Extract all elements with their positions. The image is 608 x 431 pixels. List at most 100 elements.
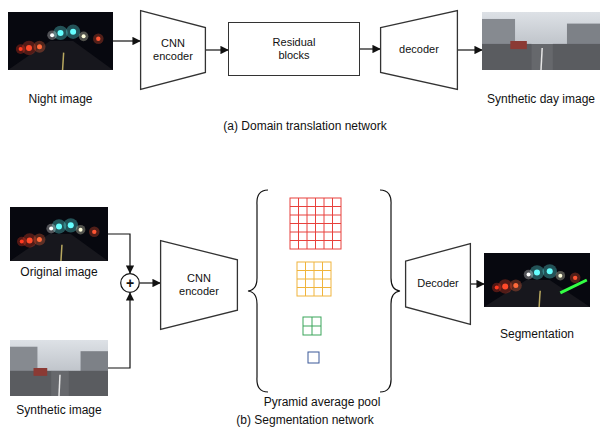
sum-circle [121, 274, 140, 293]
light [79, 228, 83, 232]
light-glow [66, 25, 80, 39]
image-panel: Segmentation [484, 253, 590, 307]
block-label: + [126, 276, 134, 290]
brackets [248, 190, 400, 392]
light-glow [16, 44, 26, 54]
process-box: Residual blocks [228, 22, 360, 76]
pool-label: Pyramid average pool [264, 395, 381, 409]
light [513, 283, 518, 288]
block-label: CNN encoder [148, 37, 198, 63]
trapezoid [161, 241, 238, 330]
arrow-connector [113, 40, 140, 41]
network-block: CNN encoder [160, 240, 238, 330]
grid-outline [297, 262, 331, 296]
arrow-connector [360, 48, 380, 49]
left-brace [248, 190, 268, 392]
light [37, 237, 42, 242]
grid-lines [297, 262, 331, 296]
night-sky [10, 207, 108, 261]
block-label: decoder [399, 43, 439, 56]
network-block: CNN encoder [140, 10, 206, 90]
light [547, 268, 553, 274]
network-block: decoder [380, 10, 458, 90]
grid-outline [290, 198, 341, 249]
light-glow [33, 233, 45, 245]
building [482, 19, 515, 48]
image-panel: Synthetic day image [482, 12, 600, 70]
light [20, 240, 24, 244]
road [484, 280, 590, 307]
arrow-connector [140, 282, 160, 283]
road [8, 41, 113, 70]
grid-lines [290, 198, 341, 249]
trapezoid [406, 244, 471, 325]
light-glow [17, 237, 27, 247]
road [10, 371, 108, 396]
photo [484, 253, 590, 307]
photo [10, 207, 108, 261]
night-sky [8, 12, 113, 70]
image-panel: Night image [8, 12, 113, 70]
light [96, 36, 100, 40]
light-glow [570, 273, 581, 284]
trapezoid [141, 11, 206, 90]
ground [553, 44, 600, 70]
grid-lines [303, 317, 321, 335]
image-panel: Original image [10, 207, 108, 261]
lane-mark [63, 53, 64, 70]
block-label: CNN encoder [174, 272, 224, 298]
light [50, 33, 54, 37]
arrow-connector [206, 49, 228, 50]
blue-cell [308, 352, 319, 363]
light [502, 283, 508, 289]
light [573, 276, 577, 280]
block-label: Residual blocks [264, 36, 324, 62]
sky [10, 340, 108, 396]
image-panel: Synthetic image [10, 340, 108, 396]
lane-mark [539, 291, 540, 307]
photo [8, 12, 113, 70]
light [495, 286, 499, 290]
light [68, 222, 74, 228]
arrow-connector [471, 283, 484, 284]
trapezoid [381, 11, 458, 90]
image-caption: Synthetic day image [487, 92, 595, 106]
light [58, 30, 64, 36]
red-grid [290, 198, 341, 249]
figure-caption: (a) Domain translation network [223, 119, 386, 133]
light [82, 34, 86, 38]
road [10, 234, 108, 261]
image-caption: Night image [28, 92, 92, 106]
light-glow [524, 270, 534, 280]
light-glow [89, 227, 100, 238]
figure-caption: (b) Segmentation network [236, 413, 373, 427]
car [510, 41, 527, 49]
light-glow [93, 33, 104, 44]
lane-mark [60, 245, 62, 261]
night-sky [484, 253, 590, 307]
light-glow [79, 32, 89, 42]
light [37, 44, 42, 49]
light [26, 45, 32, 51]
right-brace [380, 190, 400, 392]
arrow-connector [108, 293, 130, 368]
building [10, 347, 37, 375]
light-glow [46, 224, 56, 234]
image-caption: Synthetic image [16, 403, 101, 417]
road [482, 44, 600, 70]
photo [10, 340, 108, 396]
car [34, 368, 48, 376]
block-label: Decoder [417, 277, 459, 290]
light [27, 237, 33, 243]
light-glow [76, 225, 86, 235]
network-block: Decoder [405, 243, 471, 325]
lane-mark [541, 48, 542, 70]
light [56, 223, 62, 229]
light-glow [34, 41, 46, 53]
arrow-connector [458, 49, 482, 50]
light-glow [64, 218, 78, 232]
light-glow [543, 264, 557, 278]
ground [69, 371, 108, 396]
segment-mask [560, 280, 587, 293]
